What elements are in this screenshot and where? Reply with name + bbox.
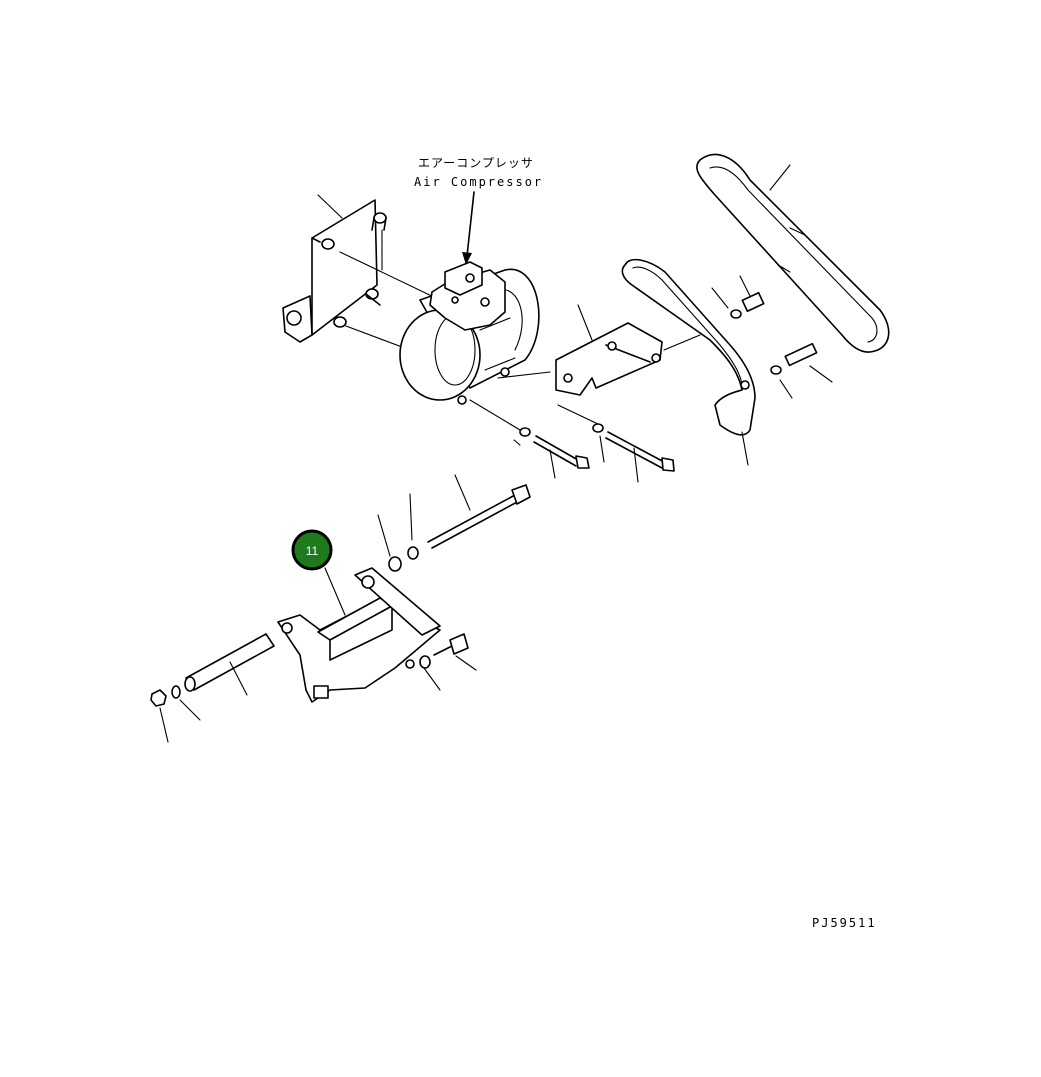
highlight-number: 11 xyxy=(306,544,319,558)
v-belt xyxy=(696,153,890,353)
compressor-bracket xyxy=(555,304,701,426)
tension-bracket xyxy=(277,567,441,703)
compressor-bolt-2 xyxy=(592,423,675,483)
drawing-code: PJ59511 xyxy=(812,916,877,930)
compressor-mounting-plate xyxy=(282,194,378,343)
bracket-bolt xyxy=(419,633,477,691)
highlight-circle[interactable] xyxy=(291,529,333,571)
mounting-studs xyxy=(321,212,441,351)
arm-bolt xyxy=(711,275,765,319)
air-compressor xyxy=(399,261,551,431)
callout-label-english: Air Compressor xyxy=(414,175,543,189)
nut-and-washer xyxy=(150,685,201,743)
compressor-bolt-1 xyxy=(513,427,590,479)
pivot-pin xyxy=(184,633,275,696)
callout-arrow xyxy=(462,191,475,265)
callout-label-japanese: エアーコンプレッサ xyxy=(418,156,534,170)
belt-adjust-bolt xyxy=(770,342,833,399)
adjusting-arm xyxy=(621,258,756,466)
through-bolt xyxy=(377,474,531,572)
highlight-callout[interactable]: 11 xyxy=(291,529,333,571)
